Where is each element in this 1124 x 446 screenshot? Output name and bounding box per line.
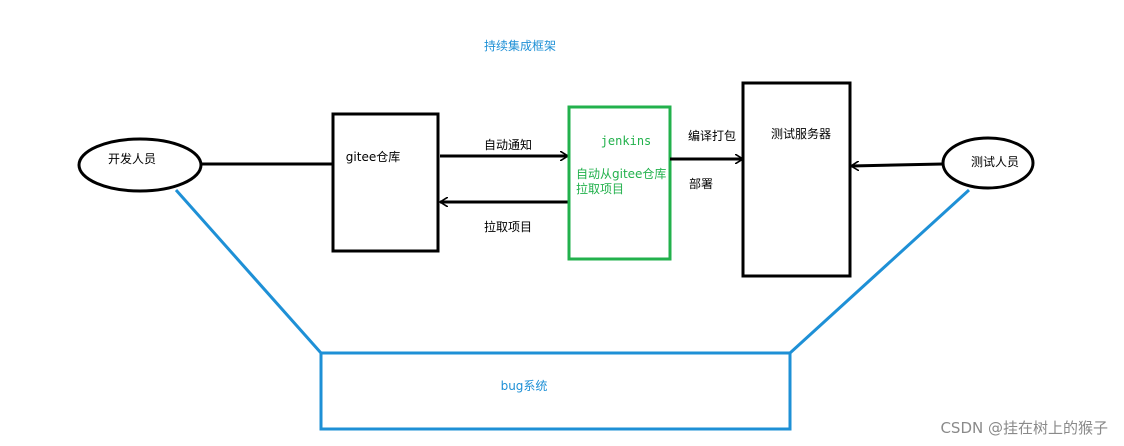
bug-system-node [319, 351, 792, 431]
jenkins-node [567, 105, 672, 261]
gitee-label: gitee仓库 [346, 149, 400, 164]
compile-package-label: 编译打包 [688, 128, 736, 143]
bug-system-label: bug系统 [501, 379, 548, 393]
tester-server-arrow [851, 164, 944, 166]
watermark-text: CSDN @挂在树上的猴子 [940, 419, 1108, 437]
tester-bug-connector [788, 188, 971, 355]
developer-bug-connector [174, 189, 323, 354]
developer-label: 开发人员 [108, 151, 156, 166]
pull-project-label: 拉取项目 [484, 219, 532, 234]
gitee-node [331, 112, 440, 253]
auto-notify-label: 自动通知 [484, 138, 532, 152]
diagram-title: 持续集成框架 [484, 38, 556, 53]
test-server-label: 测试服务器 [771, 126, 831, 141]
jenkins-desc-line1: 自动从gitee仓库 [576, 166, 666, 181]
deploy-label: 部署 [689, 176, 713, 191]
jenkins-title: jenkins [601, 134, 652, 148]
jenkins-desc-line2: 拉取项目 [576, 181, 624, 196]
tester-node [941, 136, 1035, 190]
test-server-node [741, 81, 852, 278]
tester-label: 测试人员 [971, 154, 1019, 169]
